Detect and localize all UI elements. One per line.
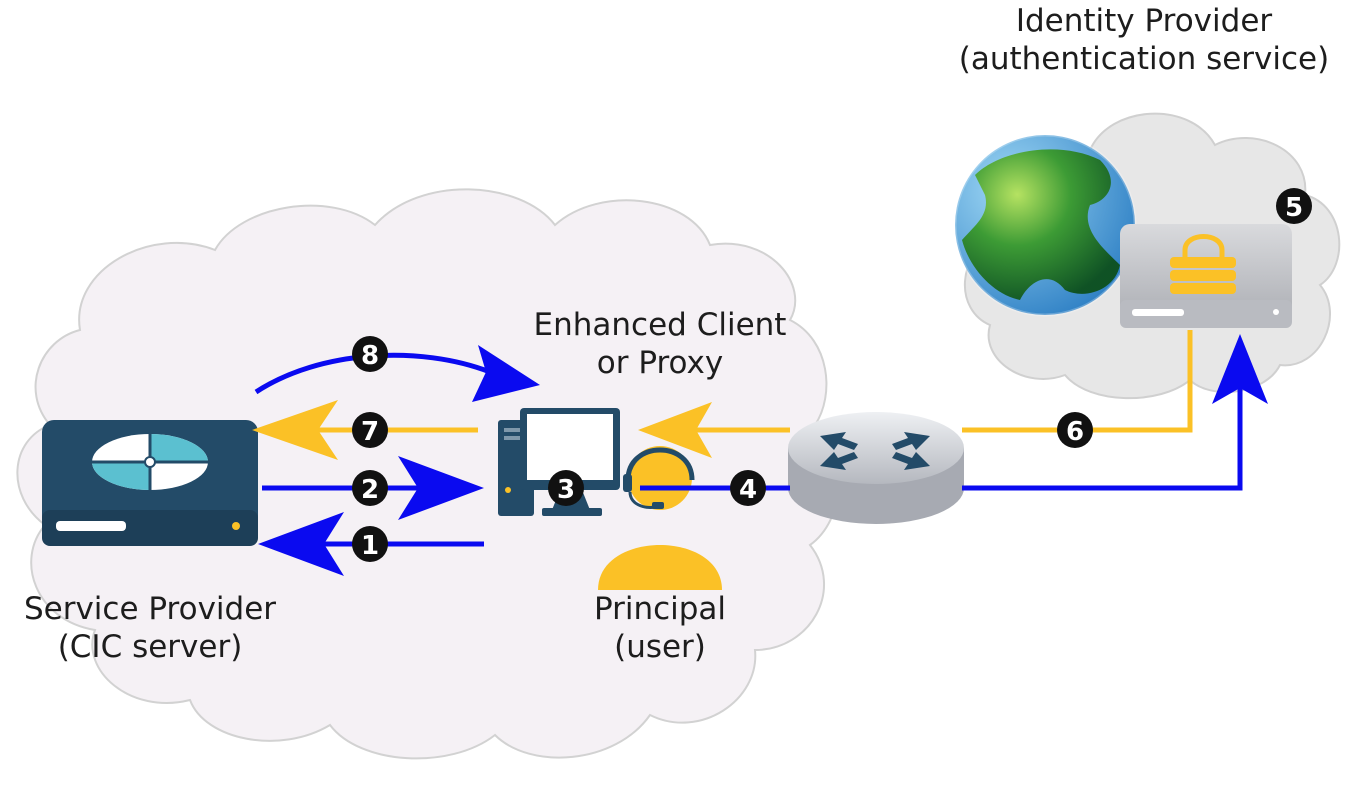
step-badge-4: 4 xyxy=(730,470,766,506)
flow-arrow-7 xyxy=(252,400,478,460)
service-provider-title: Service Provider xyxy=(23,591,277,627)
computer-icon xyxy=(498,408,620,516)
principal-subtitle: (user) xyxy=(614,629,706,665)
svg-text:2: 2 xyxy=(361,475,379,505)
client-label: Enhanced Client or Proxy xyxy=(510,306,810,382)
service-provider-subtitle: (CIC server) xyxy=(57,629,243,665)
client-title: Enhanced Client xyxy=(533,307,787,343)
user-icon xyxy=(598,446,722,590)
svg-text:8: 8 xyxy=(361,341,379,371)
step-badge-1: 1 xyxy=(352,526,388,562)
client-subtitle: or Proxy xyxy=(596,345,724,381)
step-badge-2: 2 xyxy=(352,470,388,506)
svg-text:6: 6 xyxy=(1066,417,1084,447)
svg-text:4: 4 xyxy=(739,475,757,505)
flow-arrow-router-to-client xyxy=(638,402,790,458)
svg-text:3: 3 xyxy=(557,475,575,505)
router-icon xyxy=(788,412,964,524)
lock-icon xyxy=(1170,234,1236,294)
step-badge-6: 6 xyxy=(1057,412,1093,448)
service-provider-label: Service Provider (CIC server) xyxy=(0,590,300,666)
identity-provider-subtitle: (authentication service) xyxy=(958,41,1330,77)
compass-logo xyxy=(86,432,214,492)
identity-provider-server-icon xyxy=(1120,224,1292,328)
step-badge-5: 5 xyxy=(1276,188,1312,224)
globe-icon xyxy=(953,133,1137,317)
identity-provider-title: Identity Provider xyxy=(1015,3,1273,39)
flow-line-6 xyxy=(962,330,1193,433)
step-badge-7: 7 xyxy=(352,412,388,448)
service-provider-server-icon xyxy=(42,420,258,546)
svg-text:5: 5 xyxy=(1285,193,1303,223)
svg-text:7: 7 xyxy=(361,417,379,447)
svg-text:1: 1 xyxy=(361,531,379,561)
flow-arrow-router-to-idp xyxy=(962,334,1268,491)
principal-label: Principal (user) xyxy=(560,590,760,666)
step-badge-3: 3 xyxy=(548,470,584,506)
flow-arrow-1 xyxy=(258,512,484,576)
step-badge-8: 8 xyxy=(352,336,388,372)
identity-provider-label: Identity Provider (authentication servic… xyxy=(940,2,1348,78)
principal-title: Principal xyxy=(593,591,727,627)
flow-arrow-2 xyxy=(262,456,484,520)
